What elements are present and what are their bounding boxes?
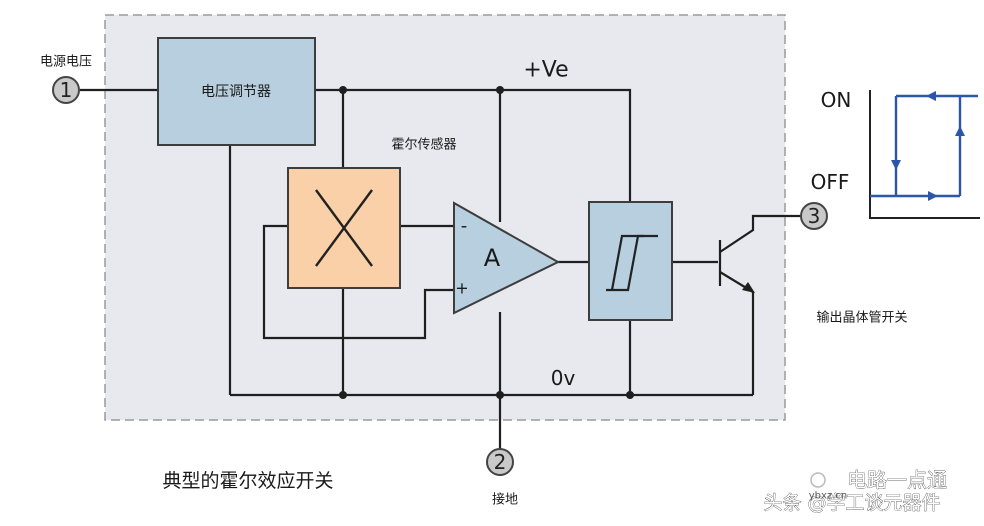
wechat-icon — [810, 472, 826, 488]
pin-2 — [486, 448, 514, 476]
watermark-line2: 头条 @学工谈元器件 — [763, 492, 940, 514]
off-label: OFF — [811, 170, 850, 194]
wiring — [80, 88, 801, 450]
watermark-line1: 电路一点通 — [847, 468, 947, 492]
pin-1 — [52, 76, 80, 104]
plus-ve-label: +Ve — [523, 58, 568, 83]
pin-3-number: 3 — [808, 204, 821, 228]
amplifier-triangle — [453, 201, 561, 315]
pin-3 — [800, 202, 828, 230]
pin-2-number: 2 — [494, 450, 507, 474]
voltage-regulator-block — [157, 37, 316, 146]
pin-1-number: 1 — [60, 78, 73, 102]
schmitt-trigger-block — [588, 201, 673, 321]
hysteresis-graph — [869, 90, 980, 219]
watermark: 电路一点通 头条 @学工谈元器件 ybxz.cn — [763, 468, 947, 515]
amp-plus-sign: + — [455, 279, 468, 298]
voltage-regulator-label: 电压调节器 — [201, 84, 271, 100]
amp-minus-sign: - — [461, 216, 468, 237]
amplifier-label: A — [484, 244, 501, 272]
zero-v-label: 0v — [551, 366, 576, 390]
on-label: ON — [821, 88, 852, 112]
ground-label: 接地 — [492, 492, 518, 508]
supply-voltage-label: 电源电压 — [40, 55, 92, 70]
hysteresis-symbol-icon — [606, 234, 658, 292]
junction-dots — [339, 86, 634, 399]
output-transistor-label: 输出晶体管开关 — [816, 310, 907, 326]
hall-sensor-label: 霍尔传感器 — [391, 137, 456, 153]
watermark-site: ybxz.cn — [809, 491, 847, 502]
diagram-caption: 典型的霍尔效应开关 — [162, 470, 333, 492]
